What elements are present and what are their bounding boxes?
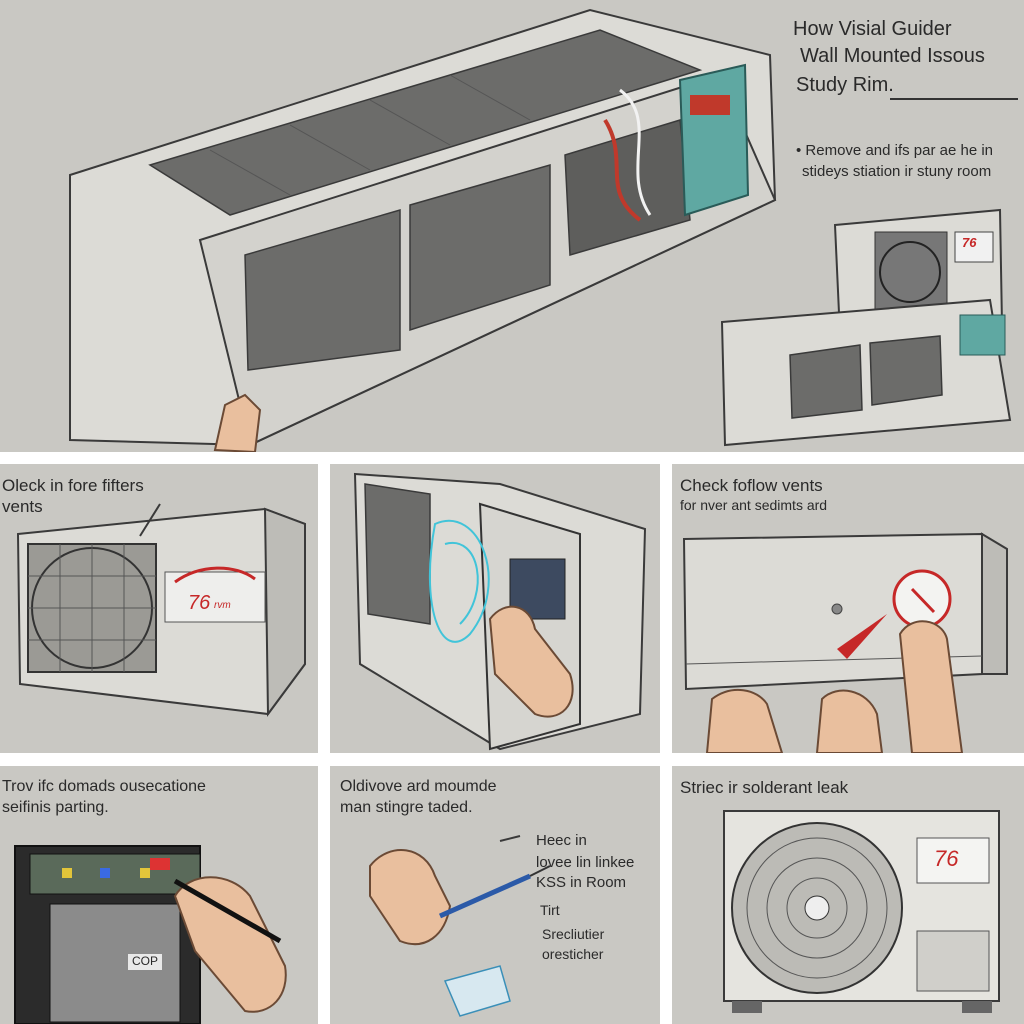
open-unit-illustration <box>353 472 647 751</box>
panel5-bullet-3: oresticher <box>542 946 604 962</box>
title-underline <box>890 98 1018 100</box>
panel5-bullet-1: Tirt <box>540 902 560 918</box>
top-panel: How Visial Guider Wall Mounted Issous St… <box>0 0 1024 452</box>
top-title-line-1: How Visial Guider <box>793 18 952 40</box>
panel-check-vents: Check foflow vents for nver ant sedimts … <box>672 464 1024 753</box>
vent-check-illustration <box>682 532 1008 753</box>
panel5-line-2: man stingre taded. <box>340 799 473 816</box>
controller-screen-text: COP <box>128 954 163 970</box>
top-title-line-2: Wall Mounted Issous <box>800 45 985 67</box>
top-unit-badge: 76 <box>962 235 977 250</box>
condenser-illustration <box>723 810 1000 1013</box>
panel1-badge-sub: rvm <box>214 600 231 611</box>
panel4-line-1: Trov ifc domads ousecatione <box>2 778 206 795</box>
panel3-line-2: for nver ant sedimts ard <box>680 497 828 513</box>
panel5-bullet-2: Srecliutier <box>542 926 605 942</box>
outdoor-unit-illustration <box>16 503 306 717</box>
indoor-unit-illustration <box>69 8 1012 452</box>
panel-tools: Oldivove ard moumde man stingre taded. H… <box>330 766 660 1024</box>
panel-open-unit <box>330 464 660 753</box>
tools-illustration <box>369 835 551 1017</box>
panel4-line-2: seifinis parting. <box>2 799 109 816</box>
panel-refrigerant-leak: Striec ir solderant leak 76 <box>672 766 1024 1024</box>
panel5-line-1: Oldivove ard moumde <box>340 778 497 795</box>
panel5-note-2: lovee lin linkee <box>536 854 635 871</box>
panel6-line-1: Striec ir solderant leak <box>680 778 849 797</box>
controller-illustration <box>14 845 287 1024</box>
panel3-line-1: Check foflow vents <box>680 476 823 495</box>
top-bullet-line-2: stideys stiation ir stuny room <box>802 163 992 180</box>
panel5-note-3: KSS in Room <box>536 874 627 891</box>
panel-check-filters: Oleck in fore fifters vents 76 rvm <box>0 464 318 753</box>
panel1-line-1: Oleck in fore fifters <box>2 476 144 495</box>
panel5-note-1: Heec in <box>536 832 587 849</box>
panel-controller: Trov ifc domads ousecatione seifinis par… <box>0 766 318 1024</box>
panel6-badge: 76 <box>934 846 959 871</box>
top-title-line-3: Study Rim. <box>796 74 894 96</box>
top-bullet-line-1: • Remove and ifs par ae he in <box>796 142 994 159</box>
panel1-line-2: vents <box>2 497 43 516</box>
panel1-badge: 76 <box>188 592 211 614</box>
